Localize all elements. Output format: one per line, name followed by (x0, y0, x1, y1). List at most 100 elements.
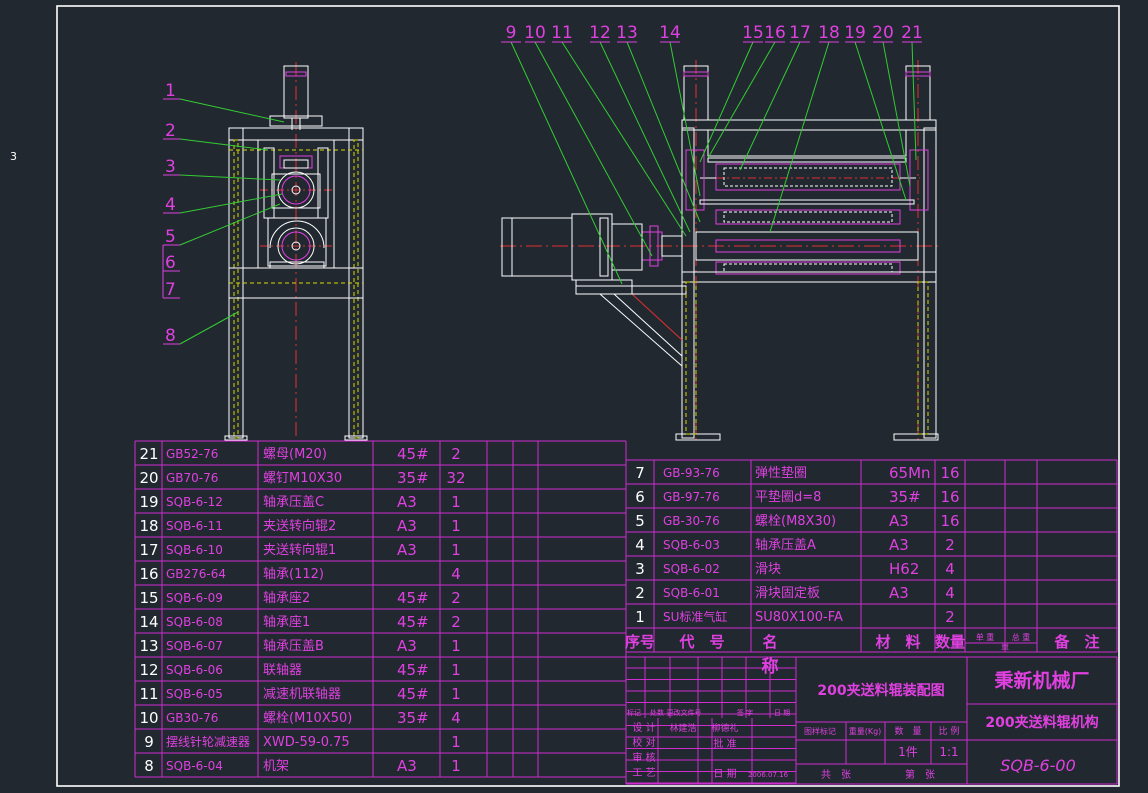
callout-top-18: 18 (818, 23, 840, 43)
bom-left-qty: 1 (451, 493, 461, 511)
bom-left-code: SQB-6-04 (166, 759, 223, 773)
callout-top-21: 21 (901, 23, 923, 43)
bom-left-name: 轴承(112) (263, 567, 324, 582)
bom-left-no: 21 (139, 445, 158, 463)
bom-left-qty: 1 (451, 685, 461, 703)
leader-lines-left (162, 98, 285, 345)
leader-line (179, 193, 283, 214)
bom-left-material: A3 (397, 517, 417, 535)
title-approve: 批 准 (713, 737, 736, 750)
bom-header-unit-weight: 单 重 (976, 632, 995, 642)
bom-right-material: 65Mn (889, 464, 931, 482)
title-drawing-no: SQB-6-00 (1000, 756, 1076, 775)
leader-lines-top (510, 41, 917, 285)
bom-right-qty: 16 (940, 512, 959, 530)
bom-left-code: SQB-6-11 (166, 519, 223, 533)
callout-top-14: 14 (659, 23, 681, 43)
title-qty-label: 数 量 (894, 725, 921, 737)
bom-left-material: 45# (397, 661, 429, 679)
callout-left-6: 6 (165, 253, 176, 273)
bom-left-material: 45# (397, 685, 429, 703)
title-header-mark: 处数 (650, 708, 664, 717)
leader-line (179, 311, 239, 345)
callout-top-9: 9 (506, 23, 517, 43)
title-designer-2: 柳德礼 (711, 722, 738, 734)
leader-line (911, 41, 917, 161)
leader-line (561, 41, 687, 237)
bom-left-code: SQB-6-09 (166, 591, 223, 605)
leader-line (599, 41, 691, 233)
bom-left-material: A3 (397, 757, 417, 775)
title-block: 称标记处数更改文件号签 字日 期设 计校 对审 核工 艺林建浩柳德礼批 准日 期… (625, 656, 1118, 785)
leader-line (179, 98, 285, 123)
bom-left-no: 18 (139, 517, 158, 535)
bom-left-name: XWD-59-0.75 (263, 735, 350, 750)
title-sheet-total: 共 张 (821, 769, 851, 781)
title-row-label: 设 计 (632, 721, 655, 734)
bom-left-name: 减速机联轴器 (263, 687, 341, 702)
callout-left-3: 3 (165, 157, 176, 177)
drawing-frame (56, 5, 1120, 787)
bom-right-no: 6 (635, 488, 645, 506)
bom-left-name: 轴承座1 (263, 615, 310, 630)
bom-right-material: 35# (889, 488, 921, 506)
bom-left-qty: 1 (451, 517, 461, 535)
leader-line (669, 41, 701, 197)
bom-header-remark: 备 注 (1053, 633, 1099, 651)
bom-right-qty: 16 (940, 488, 959, 506)
bom-left-name: 轴承压盖C (263, 495, 324, 510)
bom-left-code: GB70-76 (166, 471, 218, 485)
bom-right-no: 4 (635, 536, 645, 554)
bom-right-material: A3 (889, 512, 909, 530)
bom-header-total-weight: 总 重 (1012, 632, 1031, 642)
bom-left-name: 夹送转向辊2 (263, 518, 336, 534)
bom-header-code: 代 号 (678, 633, 724, 651)
bom-left-code: SQB-6-07 (166, 639, 223, 653)
bom-right-name: SU80X100-FA (755, 610, 843, 625)
bom-left-material: 45# (397, 445, 429, 463)
title-date: 2006.07.16 (748, 771, 789, 779)
bom-left-code: SQB-6-10 (166, 543, 223, 557)
bom-left-no: 19 (139, 493, 158, 511)
front-view (500, 60, 940, 441)
bom-right-no: 3 (635, 560, 645, 578)
bom-left-qty: 1 (451, 541, 461, 559)
bom-header-qty: 数量 (935, 633, 965, 651)
bom-right-no: 1 (635, 608, 645, 626)
bom-left-no: 10 (139, 709, 158, 727)
title-drawing-title: 200夹送料辊装配图 (817, 682, 944, 699)
title-designer: 林建浩 (669, 722, 696, 734)
bom-right-code: SQB-6-03 (663, 538, 720, 552)
bom-right-code: SQB-6-01 (663, 586, 720, 600)
bom-left-qty: 2 (451, 445, 461, 463)
bom-left-code: SQB-6-06 (166, 663, 223, 677)
callout-left-1: 1 (165, 81, 176, 101)
bom-right-material: A3 (889, 584, 909, 602)
title-header-name: 称 (762, 656, 779, 677)
bom-left-code: SQB-6-08 (166, 615, 223, 629)
bom-right-code: GB-30-76 (663, 514, 720, 528)
bom-left-qty: 2 (451, 613, 461, 631)
callout-top-17: 17 (789, 23, 811, 43)
bom-right-code: SQB-6-02 (663, 562, 720, 576)
title-company: 秉新机械厂 (994, 669, 1089, 692)
bom-left-name: 联轴器 (263, 663, 302, 678)
leader-line (882, 41, 911, 187)
leader-line (179, 174, 281, 181)
bom-left-qty: 1 (451, 661, 461, 679)
bom-left-no: 17 (139, 541, 158, 559)
title-scale-label: 比 例 (939, 725, 960, 737)
callout-top-16: 16 (764, 23, 786, 43)
bom-left-material: 45# (397, 613, 429, 631)
bom-left-material: 35# (397, 709, 429, 727)
bom-right-qty: 2 (945, 608, 955, 626)
bom-header-no: 序号 (625, 633, 655, 651)
leader-line (179, 138, 269, 151)
sheet-marker: 3 (10, 150, 17, 163)
bom-left-no: 14 (139, 613, 158, 631)
bom-right-name: 滑块 (755, 562, 781, 577)
title-header-mark: 日 期 (774, 709, 790, 717)
bom-left-name: 机架 (263, 759, 289, 774)
